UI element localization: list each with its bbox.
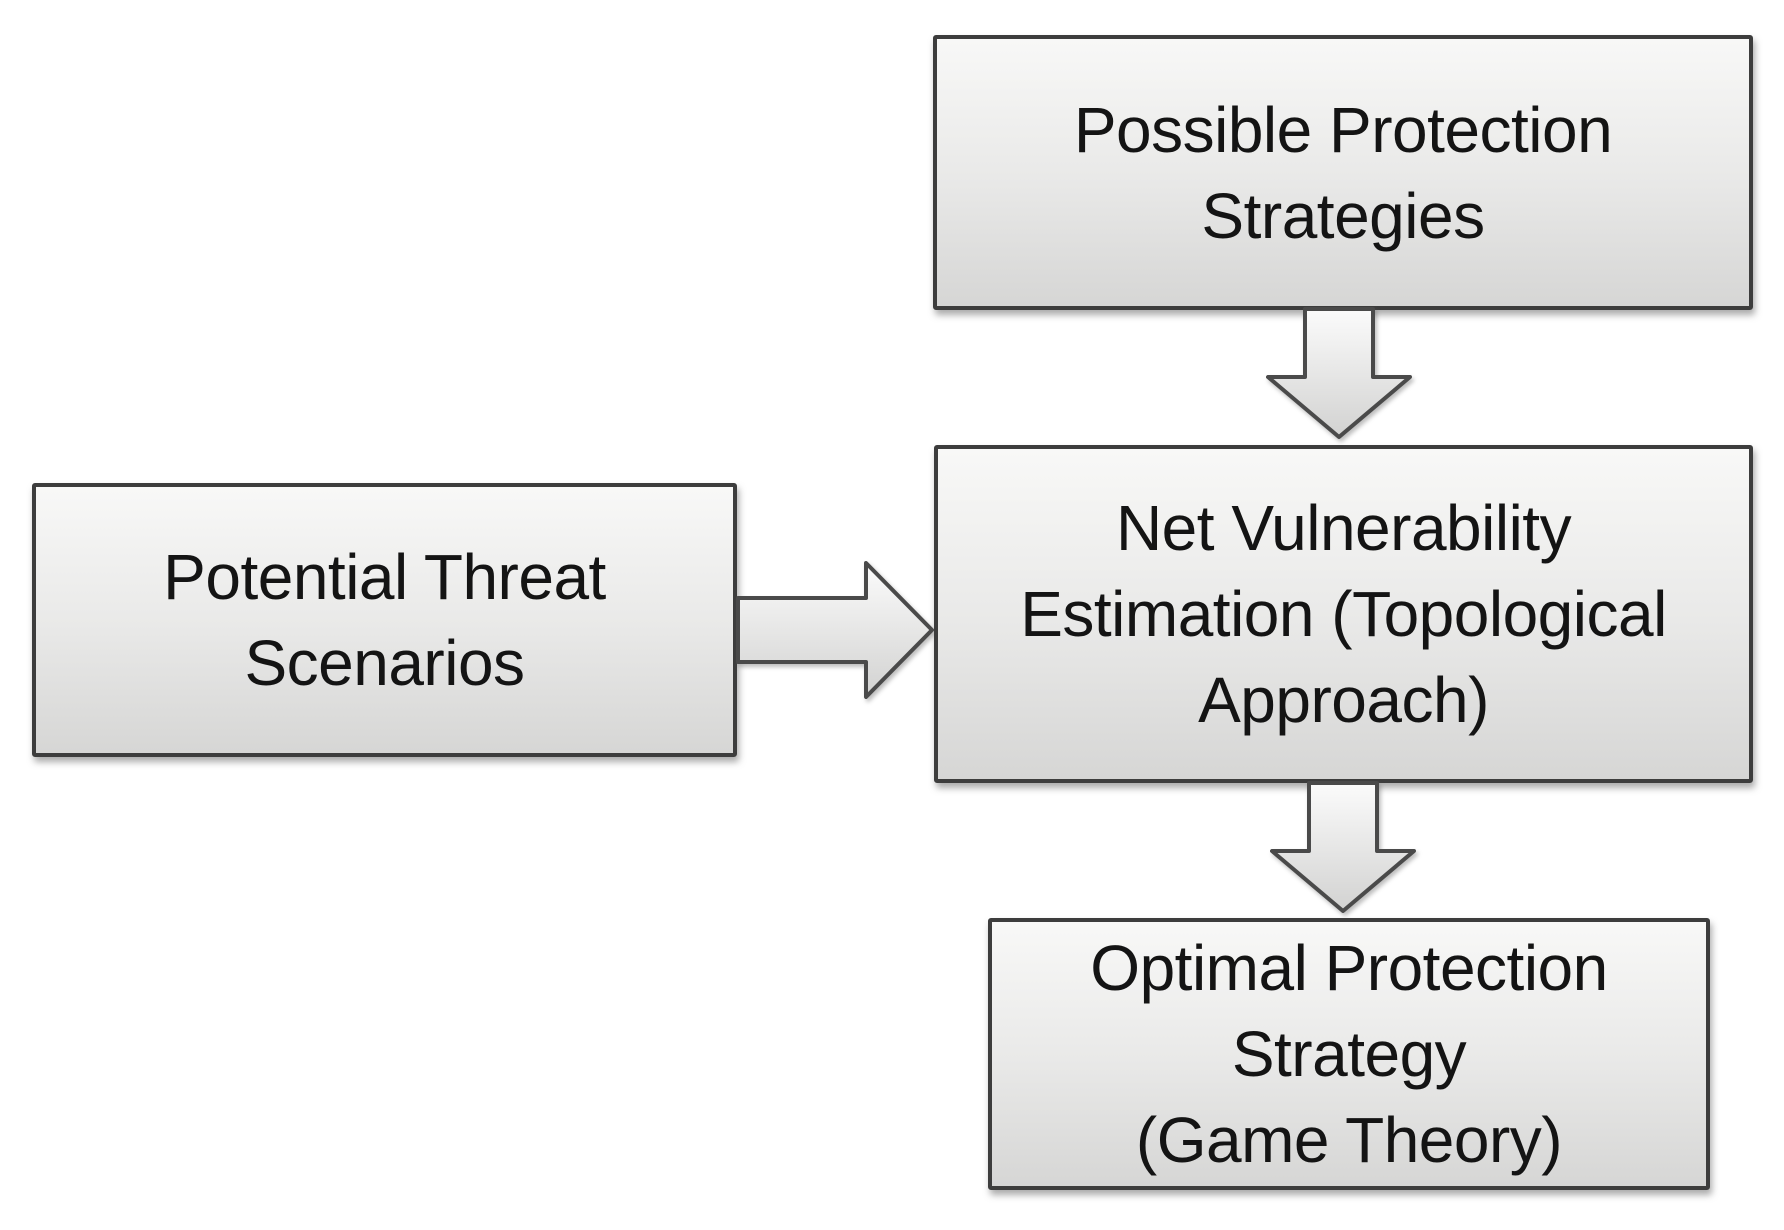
box-net-vulnerability-estimation: Net Vulnerability Estimation (Topologica… bbox=[934, 445, 1753, 783]
box-label: Net Vulnerability Estimation (Topologica… bbox=[1020, 492, 1667, 736]
box-label: Optimal Protection Strategy (Game Theory… bbox=[1090, 932, 1608, 1176]
right-arrow-icon bbox=[736, 561, 934, 699]
box-potential-threat-scenarios: Potential Threat Scenarios bbox=[32, 483, 737, 757]
down-arrow-icon bbox=[1266, 307, 1412, 439]
box-optimal-protection-strategy: Optimal Protection Strategy (Game Theory… bbox=[988, 918, 1710, 1190]
box-label: Possible Protection Strategies bbox=[1073, 93, 1613, 252]
box-possible-protection-strategies: Possible Protection Strategies bbox=[933, 35, 1753, 310]
down-arrow-icon bbox=[1270, 781, 1416, 913]
box-label: Potential Threat Scenarios bbox=[163, 541, 606, 699]
